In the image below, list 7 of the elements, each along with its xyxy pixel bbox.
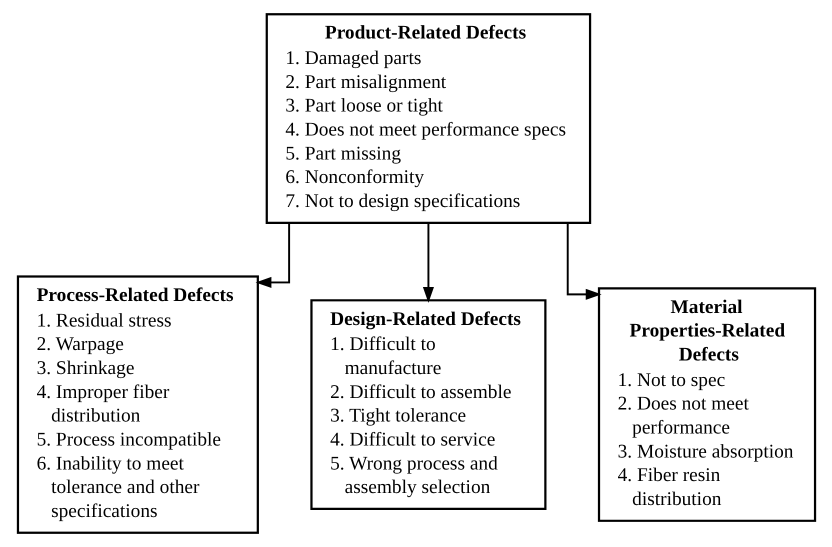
arrow [566,222,602,300]
node-box: Material Properties-Related Defects 1. Not to spec 2. Does not meet performance 3. Moisture absorption 4. Fiber resin distribution [597,287,816,522]
arrow [255,223,290,288]
arrow [422,223,434,303]
node-box: Design-Related Defects 1. Difficult to manufacture 2. Difficult to assemble 3. Tight tolerance 4. Difficult to service 5. Wrong process and assembly selection [310,299,546,510]
node-box: Process-Related Defects 1. Residual stress 2. Warpage 3. Shrinkage 4. Improper fiber distribution 5. Process incompatible 6. Inability to meet tolerance and other specifications [16,275,258,534]
node-box: Product-Related Defects 1. Damaged parts 2. Part misalignment 3. Part loose or tight 4. Does not meet performance specs 5. Part missing 6. Nonconformity 7. Not to design specifications [265,13,591,224]
